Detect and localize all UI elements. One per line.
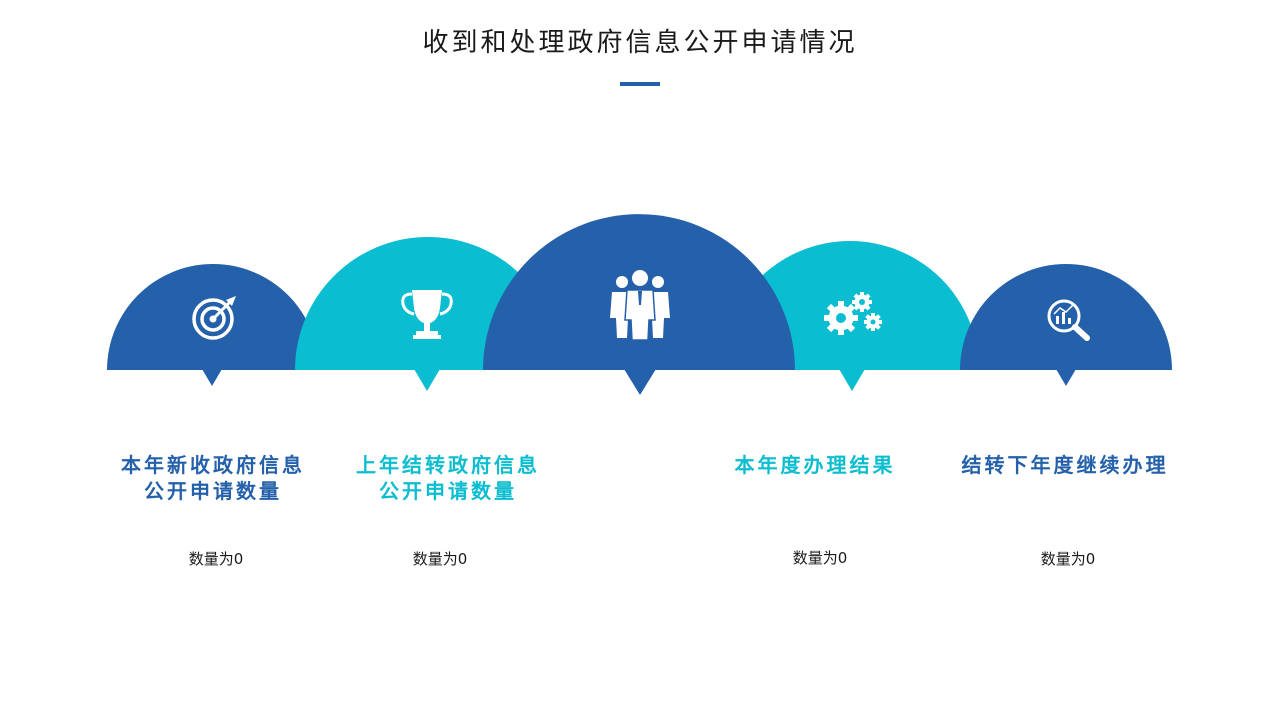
gears-icon bbox=[824, 292, 882, 335]
target-icon bbox=[192, 296, 236, 340]
team-icon bbox=[610, 270, 670, 341]
count-handling-results: 数量为0 bbox=[792, 549, 848, 567]
label-new-requests: 本年新收政府信息 公开申请数量 bbox=[121, 453, 305, 503]
label-handling-results: 本年度办理结果 bbox=[734, 453, 896, 477]
page-title: 收到和处理政府信息公开申请情况 bbox=[422, 28, 858, 58]
label-carried-to-next-year: 结转下年度继续办理 bbox=[961, 453, 1169, 477]
count-new-requests: 数量为0 bbox=[188, 550, 244, 568]
analytics-magnifier-icon bbox=[1047, 299, 1090, 341]
title-underline bbox=[620, 82, 660, 86]
count-carried-over-requests: 数量为0 bbox=[412, 550, 468, 568]
semicircle-5 bbox=[960, 264, 1172, 386]
semicircle-1 bbox=[107, 264, 319, 386]
count-carried-to-next-year: 数量为0 bbox=[1040, 550, 1096, 568]
trophy-icon bbox=[401, 290, 453, 339]
label-carried-over-requests: 上年结转政府信息 公开申请数量 bbox=[356, 453, 540, 503]
